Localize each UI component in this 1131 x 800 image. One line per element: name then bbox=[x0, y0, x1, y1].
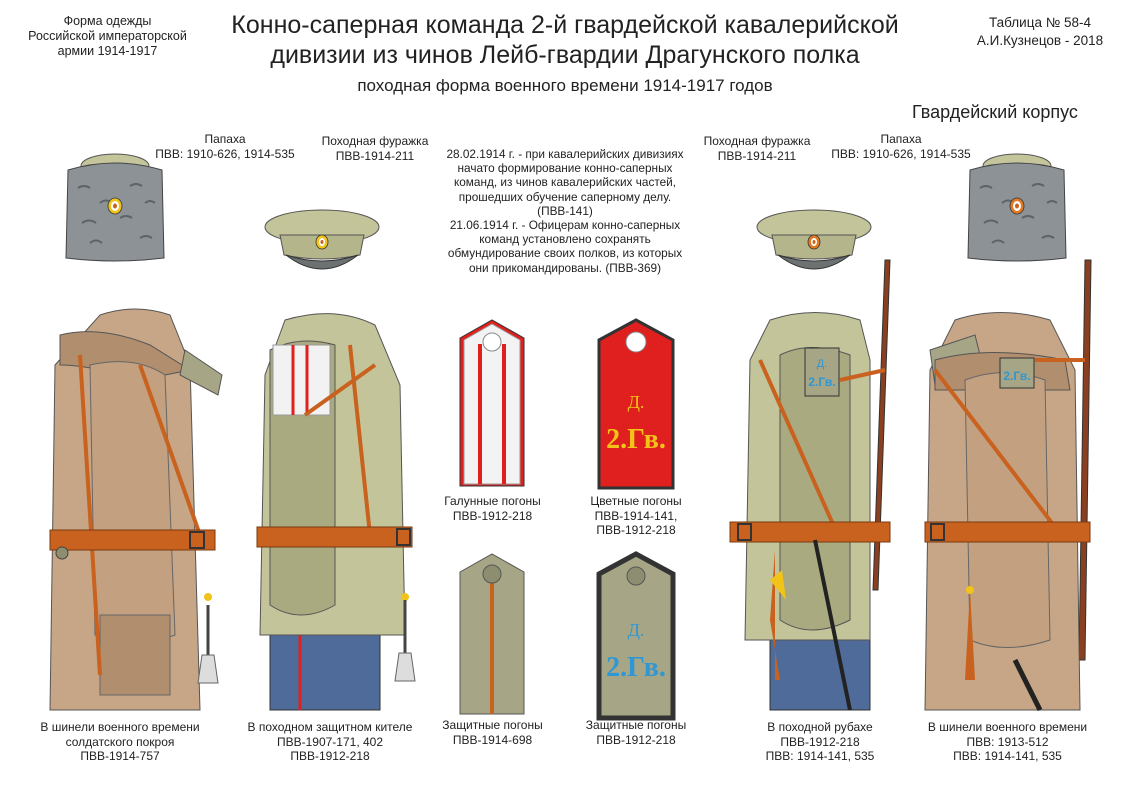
title-line-1: Конно-саперная команда 2-й гвардейской к… bbox=[231, 11, 899, 39]
greatcoat-board-marking: 2.Гв. bbox=[1003, 369, 1030, 383]
figure-greatcoat-soldier bbox=[49, 308, 223, 711]
figure-greatcoat-soldier-right: 2.Гв. bbox=[924, 259, 1092, 712]
note-line: 21.06.1914 г. - Офицерам конно-саперных bbox=[449, 218, 681, 233]
label-line: В шинели военного времени bbox=[40, 720, 200, 734]
page-title: Конно-саперная команда 2-й гвардейской к… bbox=[200, 10, 930, 70]
label-line: ПВВ-1912-218 bbox=[290, 749, 370, 763]
colored-board-label: Цветные погоны ПВВ-1914-141, ПВВ-1912-21… bbox=[566, 494, 706, 538]
figure-field-tunic-officer bbox=[256, 313, 416, 711]
label-line: ПВВ-1914-211 bbox=[717, 148, 797, 163]
label-line: Походная фуражка bbox=[321, 134, 429, 148]
label-line: Походная фуражка bbox=[703, 134, 811, 148]
button-icon bbox=[482, 564, 502, 584]
table-info: Таблица № 58-4 А.И.Кузнецов - 2018 bbox=[960, 14, 1120, 50]
label-line: солдатского покроя bbox=[65, 734, 175, 749]
protective-board-marking-top: Д. bbox=[628, 620, 645, 640]
title-line-2: дивизии из чинов Лейб-гвардии Драгунског… bbox=[270, 41, 860, 69]
figure-1-label: В шинели военного времени солдатского по… bbox=[30, 720, 210, 764]
galloon-shoulder-board bbox=[459, 319, 525, 487]
note-line: 28.02.1914 г. - при кавалерийских дивизи… bbox=[446, 147, 684, 161]
label-line: В шинели военного времени bbox=[927, 720, 1088, 734]
button-icon bbox=[626, 566, 646, 586]
label-line: ПВВ-1914-141, bbox=[594, 508, 678, 523]
cap-left-label: Походная фуражка ПВВ-1914-211 bbox=[300, 134, 450, 163]
note-line: они прикомандированы. (ПВВ-369) bbox=[468, 260, 662, 275]
note-line: обмундирование своих полков, из которых bbox=[447, 246, 683, 261]
label-line: ПВВ: 1913-512 bbox=[966, 734, 1049, 749]
papakha-right-label: Папаха ПВВ: 1910-626, 1914-535 bbox=[826, 132, 976, 161]
corps-label: Гвардейский корпус bbox=[912, 102, 1078, 122]
label-line: Защитные погоны bbox=[442, 718, 543, 732]
figure-3-label: В походной рубахе ПВВ-1912-218 ПВВ: 1914… bbox=[730, 720, 910, 764]
figure-field-shirt-soldier: Д. 2.Гв. bbox=[729, 259, 891, 711]
protective-board-1-label: Защитные погоны ПВВ-1914-698 bbox=[425, 718, 560, 747]
shirt-board-marking-top: Д. bbox=[817, 358, 828, 370]
historical-note: 28.02.1914 г. - при кавалерийских дивизи… bbox=[430, 147, 700, 275]
note-line: команд установлено сохранять bbox=[479, 232, 651, 247]
label-line: ПВВ: 1914-141, 535 bbox=[953, 749, 1062, 763]
papakha-left-illustration bbox=[65, 153, 165, 262]
label-line: ПВВ: 1914-141, 535 bbox=[765, 749, 875, 763]
author: А.И.Кузнецов - 2018 bbox=[976, 33, 1104, 48]
button-icon bbox=[482, 332, 502, 352]
colored-board-marking-bottom: 2.Гв. bbox=[606, 424, 666, 455]
note-line: начато формирование конно-саперных bbox=[457, 161, 673, 176]
field-cap-left-illustration bbox=[264, 209, 380, 270]
note-line: прошедших обучение саперному делу. (ПВВ-… bbox=[458, 189, 672, 218]
label-line: Папаха bbox=[880, 132, 922, 146]
label-line: ПВВ-1914-211 bbox=[335, 148, 415, 163]
label-line: ПВВ-1912-218 bbox=[596, 523, 676, 537]
label-line: ПВВ: 1910-626, 1914-535 bbox=[831, 146, 971, 161]
figure-4-label: В шинели военного времени ПВВ: 1913-512 … bbox=[915, 720, 1100, 764]
protective-shoulder-board-2: Д. 2.Гв. bbox=[596, 551, 676, 721]
galloon-board-label: Галунные погоны ПВВ-1912-218 bbox=[425, 494, 560, 523]
series-line-2: Российской императорской bbox=[28, 29, 187, 43]
colored-shoulder-board: Д. 2.Гв. bbox=[597, 318, 675, 490]
label-line: Цветные погоны bbox=[590, 494, 682, 508]
cockade-icon bbox=[315, 234, 329, 250]
label-line: ПВВ-1907-171, 402 bbox=[276, 734, 384, 749]
label-line: ПВВ: 1910-626, 1914-535 bbox=[155, 146, 295, 161]
page-subtitle: походная форма военного времени 1914-191… bbox=[357, 76, 773, 95]
button-icon bbox=[625, 331, 647, 353]
label-line: В походной рубахе bbox=[767, 720, 873, 734]
series-line-1: Форма одежды bbox=[63, 14, 152, 28]
cap-right-label: Походная фуражка ПВВ-1914-211 bbox=[682, 134, 832, 163]
table-number: Таблица № 58-4 bbox=[989, 15, 1091, 30]
label-line: Защитные погоны bbox=[585, 718, 687, 732]
protective-board-2-label: Защитные погоны ПВВ-1912-218 bbox=[566, 718, 706, 747]
protective-shoulder-board-1 bbox=[459, 553, 525, 715]
label-line: В походном защитном кителе bbox=[247, 720, 413, 734]
cockade-icon bbox=[807, 234, 821, 250]
label-line: Папаха bbox=[204, 132, 246, 146]
label-line: ПВВ-1914-698 bbox=[452, 732, 533, 747]
series-line-3: армии 1914-1917 bbox=[57, 44, 158, 58]
cockade-icon bbox=[1009, 197, 1025, 215]
label-line: ПВВ-1914-757 bbox=[80, 749, 160, 763]
series-caption: Форма одежды Российской императорской ар… bbox=[20, 14, 195, 59]
field-cap-right-illustration bbox=[756, 209, 872, 270]
papakha-right-illustration bbox=[967, 153, 1067, 262]
colored-board-marking-top: Д. bbox=[628, 392, 645, 412]
label-line: ПВВ-1912-218 bbox=[596, 732, 676, 747]
label-line: Галунные погоны bbox=[444, 494, 541, 508]
papakha-left-label: Папаха ПВВ: 1910-626, 1914-535 bbox=[150, 132, 300, 161]
protective-board-marking-bottom: 2.Гв. bbox=[606, 652, 666, 683]
label-line: ПВВ-1912-218 bbox=[780, 734, 860, 749]
note-line: команд, из чинов кавалерийских частей, bbox=[453, 175, 677, 190]
cockade-icon bbox=[107, 197, 123, 215]
figure-2-label: В походном защитном кителе ПВВ-1907-171,… bbox=[230, 720, 430, 764]
label-line: ПВВ-1912-218 bbox=[452, 508, 533, 523]
shirt-board-marking-bottom: 2.Гв. bbox=[808, 375, 835, 389]
